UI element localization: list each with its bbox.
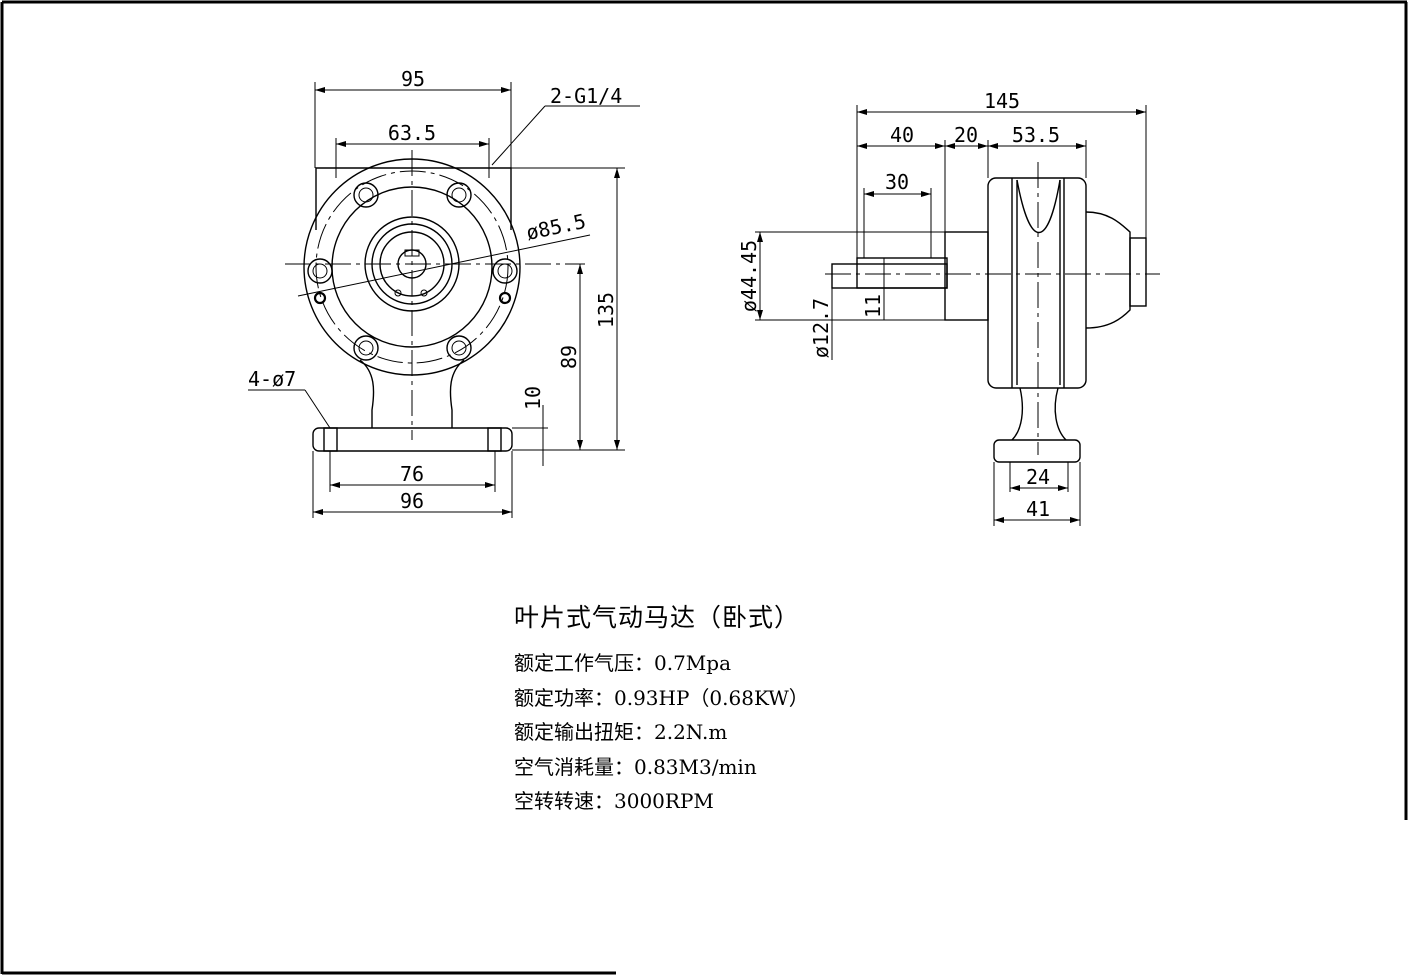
front-dimensions [248, 82, 640, 518]
dim-shaft-height: 89 [557, 345, 581, 369]
dim-port-label: 2-G1/4 [550, 84, 622, 108]
dim-pilot-dia: ø44.45 [737, 240, 761, 312]
dim-base-thickness: 10 [521, 386, 545, 410]
side-dimensions [755, 105, 1147, 526]
spec-line-pressure: 额定工作气压：0.7Mpa [514, 651, 732, 675]
spec-block: 叶片式气动马达（卧式） 额定工作气压：0.7Mpa 额定功率：0.93HP（0.… [514, 600, 809, 819]
dim-hole-spacing: 76 [400, 462, 424, 486]
dim-key-height: 11 [861, 294, 885, 318]
dim-collar: 20 [954, 123, 978, 147]
dim-shaft-length: 40 [890, 123, 914, 147]
spec-line-air-consumption: 空气消耗量：0.83M3/min [514, 754, 757, 779]
spec-line-power: 额定功率：0.93HP（0.68KW） [514, 685, 809, 710]
dim-shaft-dia: ø12.7 [809, 298, 833, 358]
dim-mount-holes: 4-ø7 [248, 367, 296, 391]
dim-base-width: 96 [400, 489, 424, 513]
dim-width-top: 95 [401, 67, 425, 91]
spec-line-free-speed: 空转转速：3000RPM [514, 789, 714, 813]
dim-total-length: 145 [984, 89, 1020, 113]
front-dimension-text: 95 63.5 2-G1/4 ø85.5 4-ø7 135 89 10 76 9… [248, 67, 622, 513]
dim-total-height: 135 [594, 292, 618, 328]
dim-key-length: 30 [885, 170, 909, 194]
dim-port-spacing: 63.5 [388, 121, 436, 145]
dim-bolt-circle: ø85.5 [524, 209, 588, 245]
bolt-hex [307, 182, 518, 361]
dim-body-length: 53.5 [1012, 123, 1060, 147]
spec-line-torque: 额定输出扭矩：2.2N.m [514, 720, 728, 744]
side-dimension-text: 145 40 20 53.5 30 ø44.45 ø12.7 11 24 41 [737, 89, 1060, 521]
side-view [825, 162, 1160, 463]
dim-foot-width: 41 [1026, 497, 1050, 521]
dim-foot-slot: 24 [1026, 465, 1050, 489]
spec-title: 叶片式气动马达（卧式） [514, 603, 801, 632]
